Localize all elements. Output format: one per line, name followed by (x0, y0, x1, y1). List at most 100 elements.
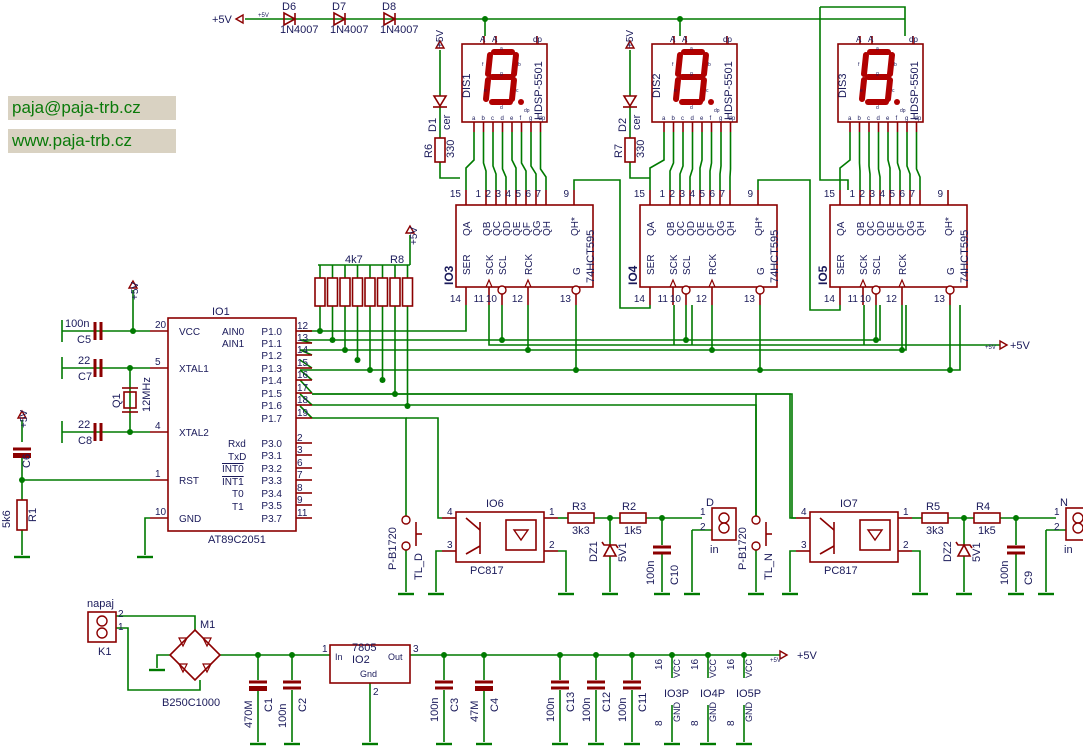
sr-top-pin-num: 7 (719, 189, 725, 200)
vcc-small-top: +5V (258, 13, 269, 19)
bus-scl (300, 305, 881, 341)
display-seg-letter: dp (900, 108, 906, 114)
display-dis1 (461, 43, 548, 123)
power-pin-num: 16 (654, 658, 665, 670)
display-top-pin-label: A (492, 35, 498, 44)
display-to-sr-wire (649, 132, 665, 190)
sr-bottom-pin-num: 10 (486, 294, 498, 305)
display-seg-letter: dp (714, 108, 720, 114)
capacitor-c7 (93, 359, 103, 377)
sr-clock-mark (485, 278, 493, 288)
diode-triangle (283, 11, 297, 27)
display-seg-letter: g (876, 71, 879, 77)
junction-scl (873, 337, 879, 343)
display-name: DIS1 (461, 74, 473, 98)
sr-bottom-pin-name: G (572, 267, 583, 275)
rnet-resistor (401, 277, 414, 307)
zener-value: 5V1 (617, 542, 629, 562)
mcu-name: IO1 (212, 306, 230, 318)
led-name: D1 (427, 118, 439, 132)
vcc-arrow-top (234, 13, 244, 25)
display-segment-dp (708, 99, 714, 105)
sr-top-pin-num: 5 (889, 189, 895, 200)
sr-top-pin-name: QH* (944, 217, 955, 236)
display-top-pin-label: A (868, 35, 874, 44)
sr-bottom-pin-name: G (756, 267, 767, 275)
led-triangle (432, 95, 448, 108)
cap-name: C3 (449, 698, 461, 712)
cap-value: 100n (617, 698, 629, 722)
sr-top-pin-name: QD (686, 221, 697, 236)
bus-ser (300, 305, 467, 332)
mcu-to-switch (312, 417, 407, 516)
sr-g-bubble (755, 285, 765, 295)
display-segment (485, 52, 493, 77)
display-bottom-pin-label: d (877, 116, 880, 122)
opto-pin-num: 3 (801, 540, 807, 551)
mcu-right-pin-num: 11 (297, 508, 308, 519)
sr-part: 74HCT595 (959, 230, 971, 283)
sr-bottom-pin-num: 14 (824, 294, 836, 305)
vcc-label-mcu: +5V (130, 282, 141, 300)
diode-part: 1N4007 (280, 24, 319, 36)
mcu-alt-name: INT0 (222, 464, 244, 475)
mcu-left-pin-num: 5 (155, 357, 161, 368)
sr-part: 74HCT595 (585, 230, 597, 283)
vcc-arrow-head (127, 279, 139, 289)
sr-scl-bubble (871, 285, 881, 295)
display-bottom-pin-label: g (719, 116, 722, 122)
sr-g-bubble (571, 285, 581, 295)
sr-bottom-pin-num: 14 (634, 294, 646, 305)
display-to-sr-wire (719, 132, 722, 190)
display-segment (887, 52, 895, 77)
vcc-arrow-led (434, 39, 446, 49)
sr-bottom-pin-num: 14 (450, 294, 462, 305)
capacitor-c5 (93, 322, 103, 340)
power-pin-vcc: VCC (708, 658, 718, 678)
junction-rck (709, 347, 715, 353)
opto-pin-num: 1 (903, 507, 909, 518)
sr-top-pin-name: QH* (570, 217, 581, 236)
sr-top-pin-name: QD (876, 221, 887, 236)
resistor-name: R6 (423, 144, 435, 158)
opto-name: IO7 (840, 498, 858, 510)
cap-value: 100n (277, 704, 289, 728)
capacitor-c10 (653, 545, 671, 555)
power-pin-gnd: GND (672, 702, 682, 723)
mcu-to-bus (299, 393, 313, 406)
display-bottom-pin-label: f (710, 116, 712, 122)
cap-name: C11 (637, 693, 649, 712)
optocoupler-io6 (455, 511, 545, 563)
mcu-alt-name: T0 (232, 489, 244, 500)
display-to-sr-wire (887, 132, 891, 190)
switch-name: TL_N (763, 553, 775, 580)
cap-value: 100n (581, 698, 593, 722)
mcu-left-pin-num: 10 (155, 507, 167, 518)
junction-g (947, 367, 953, 373)
opto-transistor-leg (465, 545, 481, 555)
display-segment (675, 52, 683, 77)
resistor-to-sr (629, 162, 650, 179)
display-bottom-pin-label: g (529, 116, 532, 122)
led-d2 (622, 95, 638, 108)
display-to-sr-wire (906, 132, 911, 190)
mcu-right-pin-num: 15 (297, 358, 309, 369)
reg-pin: 3 (413, 644, 419, 655)
sr-bottom-pin-num: 13 (744, 294, 756, 305)
display-top-pin-label: dp (723, 35, 732, 44)
mcu-right-pin-name: P3.3 (261, 476, 282, 487)
shift-register-io4 (639, 204, 778, 288)
opto-led-frame (505, 519, 537, 551)
rb-value: 1k5 (978, 525, 996, 537)
c6-name: C6 (21, 454, 33, 468)
opto-part: PC817 (470, 565, 504, 577)
zener-name: DZ2 (942, 541, 954, 562)
switch-part: P-B1720 (737, 527, 749, 570)
power-pin-name: IO4P (700, 688, 725, 700)
display-segment (483, 77, 491, 102)
shift-register-io3 (455, 204, 594, 288)
ra-name: R5 (926, 501, 940, 513)
reg-pin: 2 (373, 687, 379, 698)
sr-top-pin-name: QF (896, 222, 907, 236)
opto-pin-num: 4 (447, 507, 453, 518)
